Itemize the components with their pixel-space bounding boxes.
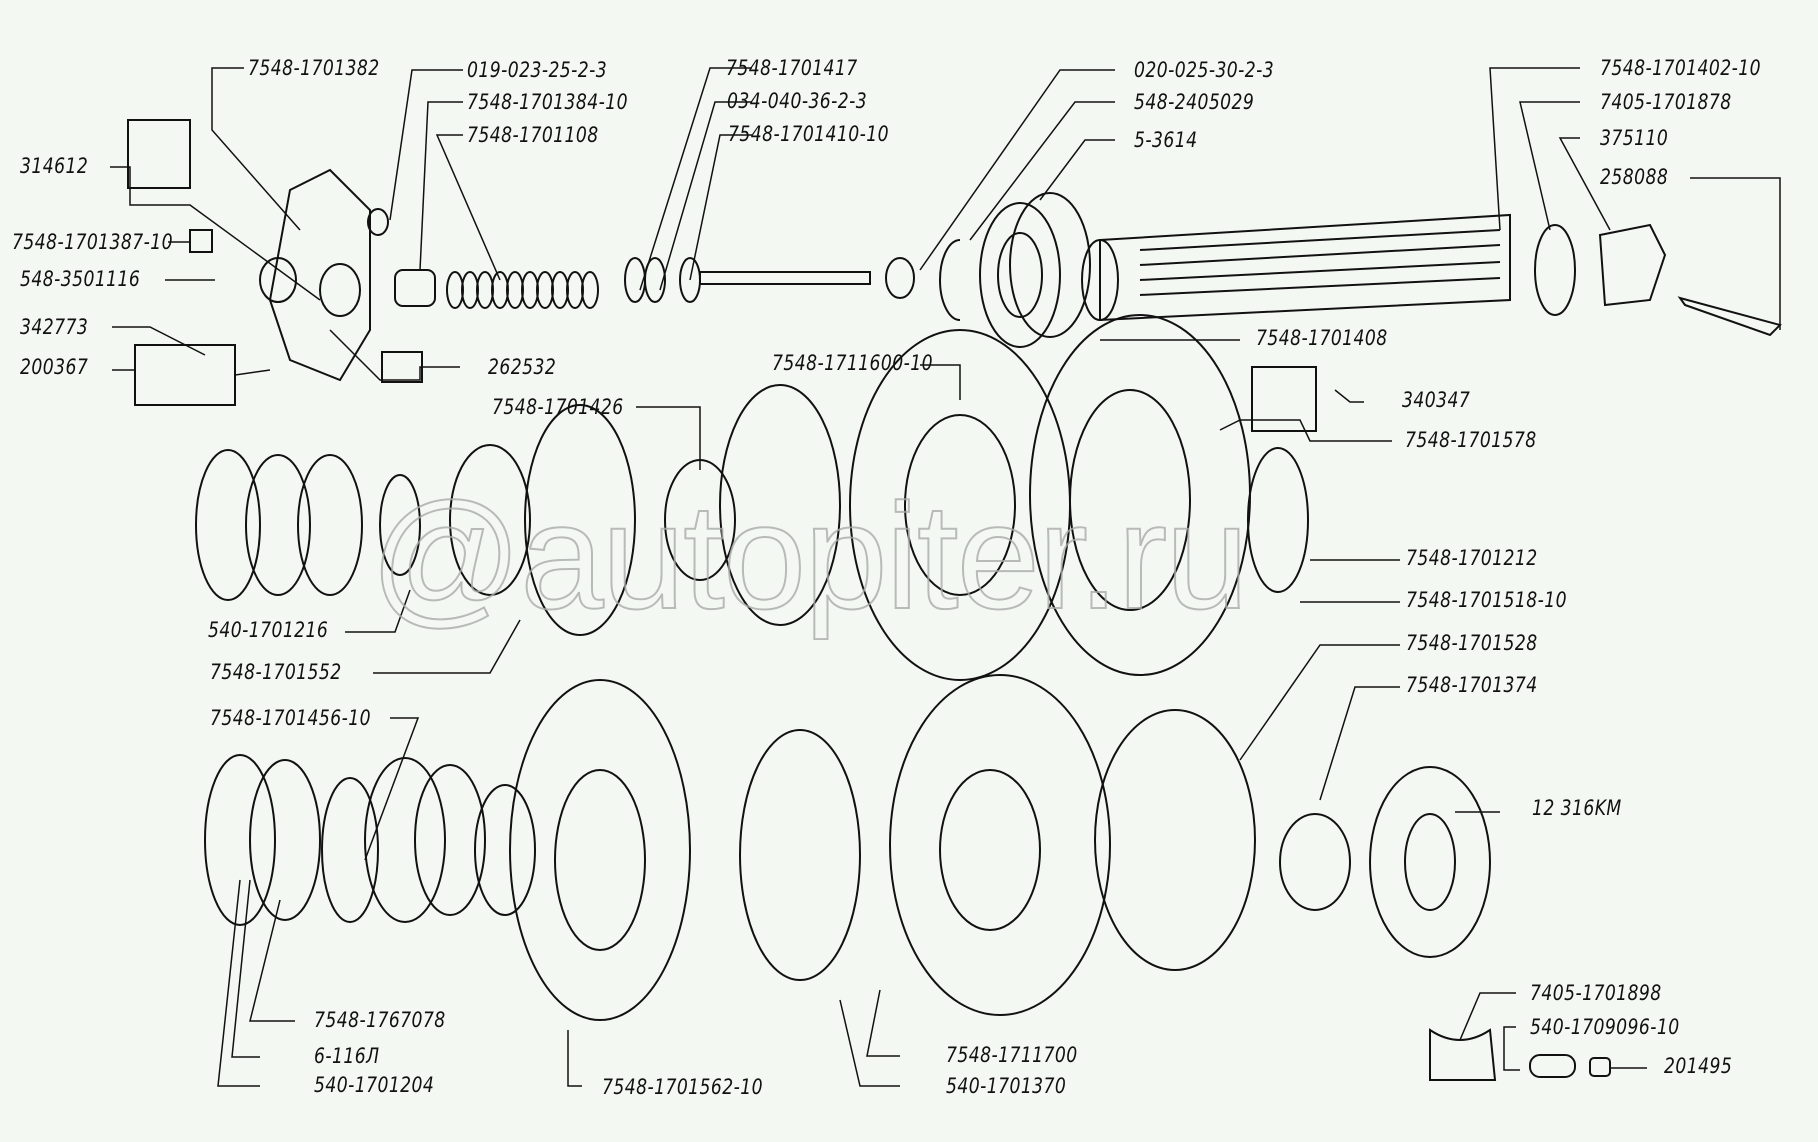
part-label: 540-1701216 — [208, 618, 329, 642]
part-label: 7548-1701456-10 — [210, 706, 372, 730]
part-label: 7548-1711700 — [946, 1043, 1078, 1067]
part-label: 7548-1701552 — [210, 660, 342, 684]
part-label: 7548-1701402-10 — [1600, 56, 1762, 80]
bearing-5-3614 — [979, 192, 1091, 348]
part-label: 7548-1767078 — [314, 1008, 446, 1032]
part-label: 548-3501116 — [20, 267, 141, 291]
clamp-part — [1429, 1028, 1497, 1081]
part-label: 5-3614 — [1134, 128, 1198, 152]
part-label: 7548-1701528 — [1406, 631, 1538, 655]
part-label: 019-023-25-2-3 — [467, 58, 608, 82]
part-label: 262532 — [488, 355, 557, 379]
part-label: 7548-1701518-10 — [1406, 588, 1568, 612]
watermark: @autopiter.ru — [369, 471, 1250, 641]
part-label: 258088 — [1600, 165, 1669, 189]
rod — [699, 271, 871, 285]
part-label: 7548-1711600-10 — [772, 351, 934, 375]
part-label: 540-1701204 — [314, 1073, 435, 1097]
part-label: 7405-1701898 — [1530, 981, 1662, 1005]
part-label: 7548-1701374 — [1406, 673, 1538, 697]
part-label: 7405-1701878 — [1600, 90, 1732, 114]
part-label: 540-1709096-10 — [1530, 1015, 1680, 1039]
part-label: 7548-1701384-10 — [467, 90, 629, 114]
part-label: 200367 — [20, 355, 89, 379]
lower-gear-set — [204, 674, 1491, 1021]
splined-shaft — [1081, 213, 1511, 322]
callout-box — [127, 119, 191, 189]
middle-gear-set — [195, 314, 1309, 681]
part-label: 7548-1701562-10 — [602, 1075, 764, 1099]
part-label: 548-2405029 — [1134, 90, 1255, 114]
part-label: 7548-1701212 — [1406, 546, 1538, 570]
spring-coils — [446, 257, 701, 309]
part-label: 6-116Л — [314, 1044, 380, 1068]
part-label: 7548-1701426 — [492, 395, 624, 419]
part-label: 201495 — [1664, 1054, 1733, 1078]
housing-part — [259, 168, 371, 382]
part-label: 340347 — [1402, 388, 1471, 412]
part-label: 034-040-36-2-3 — [727, 89, 868, 113]
part-label: 540-1701370 — [946, 1074, 1067, 1098]
part-label: 7548-1701417 — [726, 56, 858, 80]
part-label: 7548-1701108 — [467, 123, 599, 147]
leader-lines — [110, 67, 1781, 1087]
part-label: 7548-1701408 — [1256, 326, 1388, 350]
part-label: 7548-1701382 — [248, 56, 380, 80]
part-label: 020-025-30-2-3 — [1134, 58, 1275, 82]
part-label: 342773 — [20, 315, 89, 339]
part-label: 7548-1701410-10 — [728, 122, 890, 146]
part-label: 314612 — [20, 154, 89, 178]
part-label: 375110 — [1600, 126, 1669, 150]
part-label: 7548-1701387-10 — [12, 230, 174, 254]
part-label: 12 316KM — [1532, 796, 1622, 820]
part-label: 7548-1701578 — [1405, 428, 1537, 452]
